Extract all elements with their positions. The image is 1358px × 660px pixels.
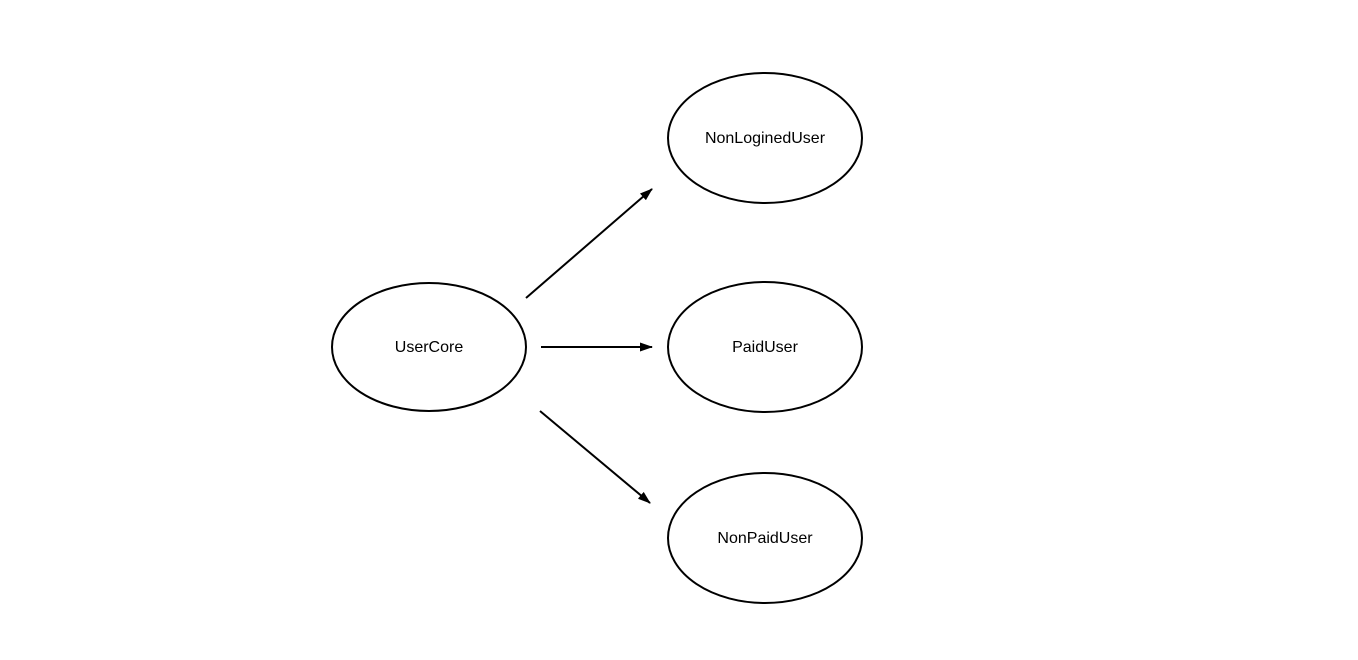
edge-usercore-to-nonpaiduser[interactable] bbox=[539, 410, 651, 504]
node-usercore[interactable]: UserCore bbox=[331, 282, 527, 412]
node-nonpaiduser[interactable]: NonPaidUser bbox=[667, 472, 863, 604]
node-paiduser[interactable]: PaidUser bbox=[667, 281, 863, 413]
node-nonlogineduser[interactable]: NonLoginedUser bbox=[667, 72, 863, 204]
node-ellipse-usercore[interactable] bbox=[331, 282, 527, 412]
edge-usercore-to-nonlogineduser[interactable] bbox=[525, 188, 653, 299]
node-ellipse-paiduser[interactable] bbox=[667, 281, 863, 413]
node-ellipse-nonlogineduser[interactable] bbox=[667, 72, 863, 204]
node-ellipse-nonpaiduser[interactable] bbox=[667, 472, 863, 604]
